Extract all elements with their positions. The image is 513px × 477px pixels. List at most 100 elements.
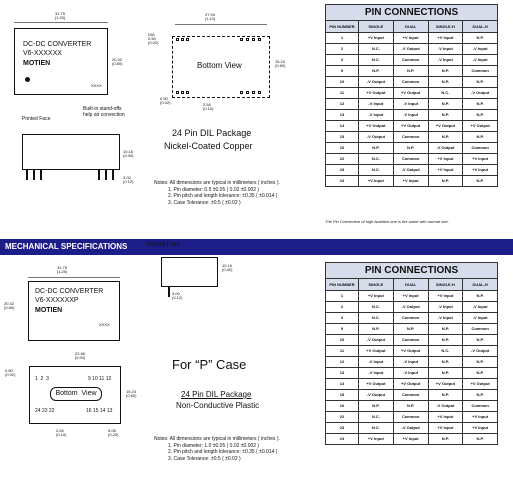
table-cell: N.P.: [427, 433, 464, 445]
col-header: DUAL: [392, 278, 429, 291]
table-cell: 1: [325, 290, 359, 302]
table-cell: N.C.: [427, 345, 464, 357]
dim-inch: (0.02): [148, 40, 159, 45]
table-cell: +V Input: [392, 290, 429, 302]
table-cell: 22: [325, 153, 359, 165]
dim-inch: (0.10): [56, 432, 67, 437]
pin-length-dim: 3.00 (0.12): [172, 292, 182, 300]
table-cell: +V Output: [358, 120, 394, 132]
table-cell: -V Input: [427, 43, 464, 55]
dim-value: 0.50: [148, 36, 156, 41]
table-cell: 23: [325, 164, 359, 176]
printed-face-label: Printed Face: [146, 242, 181, 248]
table-cell: Common: [392, 312, 429, 324]
package-title: 24 Pin DIL Package: [181, 390, 252, 399]
note-item: 3. Case Tolerance: ±0.5 ( ±0.02 ): [168, 199, 241, 206]
table-row: 14+V Output+V Output+V Output+V Output: [325, 378, 498, 390]
col-header: DUAL-H: [462, 20, 498, 33]
table-cell: Common: [462, 142, 498, 154]
table-cell: N.P.: [427, 389, 464, 401]
table-cell: +V Input: [462, 153, 498, 165]
table-cell: 12: [325, 356, 359, 368]
dim-inch: (1.10): [204, 16, 216, 21]
table-cell: -V Output: [358, 389, 394, 401]
table-cell: 2: [325, 301, 359, 313]
table-cell: +V Input: [427, 164, 464, 176]
table-cell: 23: [325, 422, 359, 434]
printed-face-label: Printed Face: [22, 116, 51, 122]
table-cell: -V Input: [427, 312, 464, 324]
table-cell: +V Input: [427, 411, 464, 423]
dim-inch: (0.40): [123, 153, 134, 158]
body-height-dim: 10.16 (0.40): [123, 150, 133, 158]
table-cell: N.C.: [427, 87, 464, 99]
col-header: DUAL-H: [462, 278, 498, 291]
table-cell: N.P.: [462, 389, 498, 401]
dim-value: 0.50: [160, 96, 168, 101]
dim-value: 22.86: [74, 351, 85, 356]
table-cell: N.P.: [427, 109, 464, 121]
pin-offset-dim: 0.50 (0.02): [5, 369, 15, 377]
pin-marker: [181, 38, 184, 41]
table-cell: +V Input: [427, 290, 464, 302]
pin-lead: [26, 170, 28, 180]
table-cell: 16: [325, 142, 359, 154]
table-cell: N.P.: [427, 65, 464, 77]
table-cell: N.P.: [462, 433, 498, 445]
pin-offset-dim: 0.50 (0.02): [160, 97, 170, 105]
dim-value: 2.54: [203, 102, 211, 107]
table-cell: -V Input: [462, 54, 498, 66]
dim-value: 0.50: [5, 368, 13, 373]
dim-inch: (0.02): [160, 100, 171, 105]
table-cell: N.C.: [358, 153, 394, 165]
module-code: XXXX: [91, 83, 102, 88]
table-cell: Common: [392, 54, 429, 66]
bottom-height-dim: 20.32 (0.80): [4, 302, 14, 310]
table-cell: -V Input: [462, 43, 498, 55]
table-cell: -V Output: [392, 164, 429, 176]
table-cell: N.P.: [427, 175, 464, 187]
table-cell: 13: [325, 109, 359, 121]
pin-marker: [252, 38, 255, 41]
table-cell: -V Input: [462, 312, 498, 324]
table-cell: Common: [462, 323, 498, 335]
note-item: 3. Case Tolerance: ±0.5 ( ±0.02 ): [168, 455, 241, 462]
bottom-view-label: Bottom View: [55, 390, 97, 397]
dim-value: 27.94: [204, 12, 215, 17]
table-cell: 14: [325, 378, 359, 390]
table-cell: N.P.: [462, 175, 498, 187]
dim-inch: (0.60): [275, 63, 286, 68]
table-cell: N.P.: [462, 367, 498, 379]
table-cell: 9: [325, 323, 359, 335]
table-cell: +V Input: [427, 32, 464, 44]
table-cell: +V Output: [358, 345, 394, 357]
dim-inch: (0.02): [5, 372, 16, 377]
table-cell: N.P.: [462, 290, 498, 302]
notes-head: Notes: All dimensions are typical in mil…: [154, 180, 280, 186]
pin-lead: [112, 170, 114, 180]
table-cell: Common: [392, 76, 429, 88]
table-cell: Common: [462, 400, 498, 412]
table-cell: -V Input: [392, 98, 429, 110]
table-cell: +V Output: [358, 378, 394, 390]
table-cell: +V Output: [358, 87, 394, 99]
pitch-dim: 2.54 (0.10): [56, 429, 66, 437]
table-cell: 13: [325, 367, 359, 379]
table-cell: 12: [325, 98, 359, 110]
note-item: 1. Pin diameter: 0.5 ±0.05 ( 0.02 ±0.002…: [168, 186, 260, 193]
table-cell: +V Input: [427, 153, 464, 165]
table-header-row: PIN NUMBER SINGLE DUAL SINGLE-H DUAL-H: [325, 20, 498, 33]
table-cell: -V Output: [462, 87, 498, 99]
dim-inch: (1.25): [54, 15, 66, 20]
dim-inch: (1.25): [56, 269, 68, 274]
pin-lead: [105, 170, 107, 180]
pins-bottom-left: 24 23 22: [35, 408, 55, 414]
table-cell: +V Input: [358, 290, 394, 302]
